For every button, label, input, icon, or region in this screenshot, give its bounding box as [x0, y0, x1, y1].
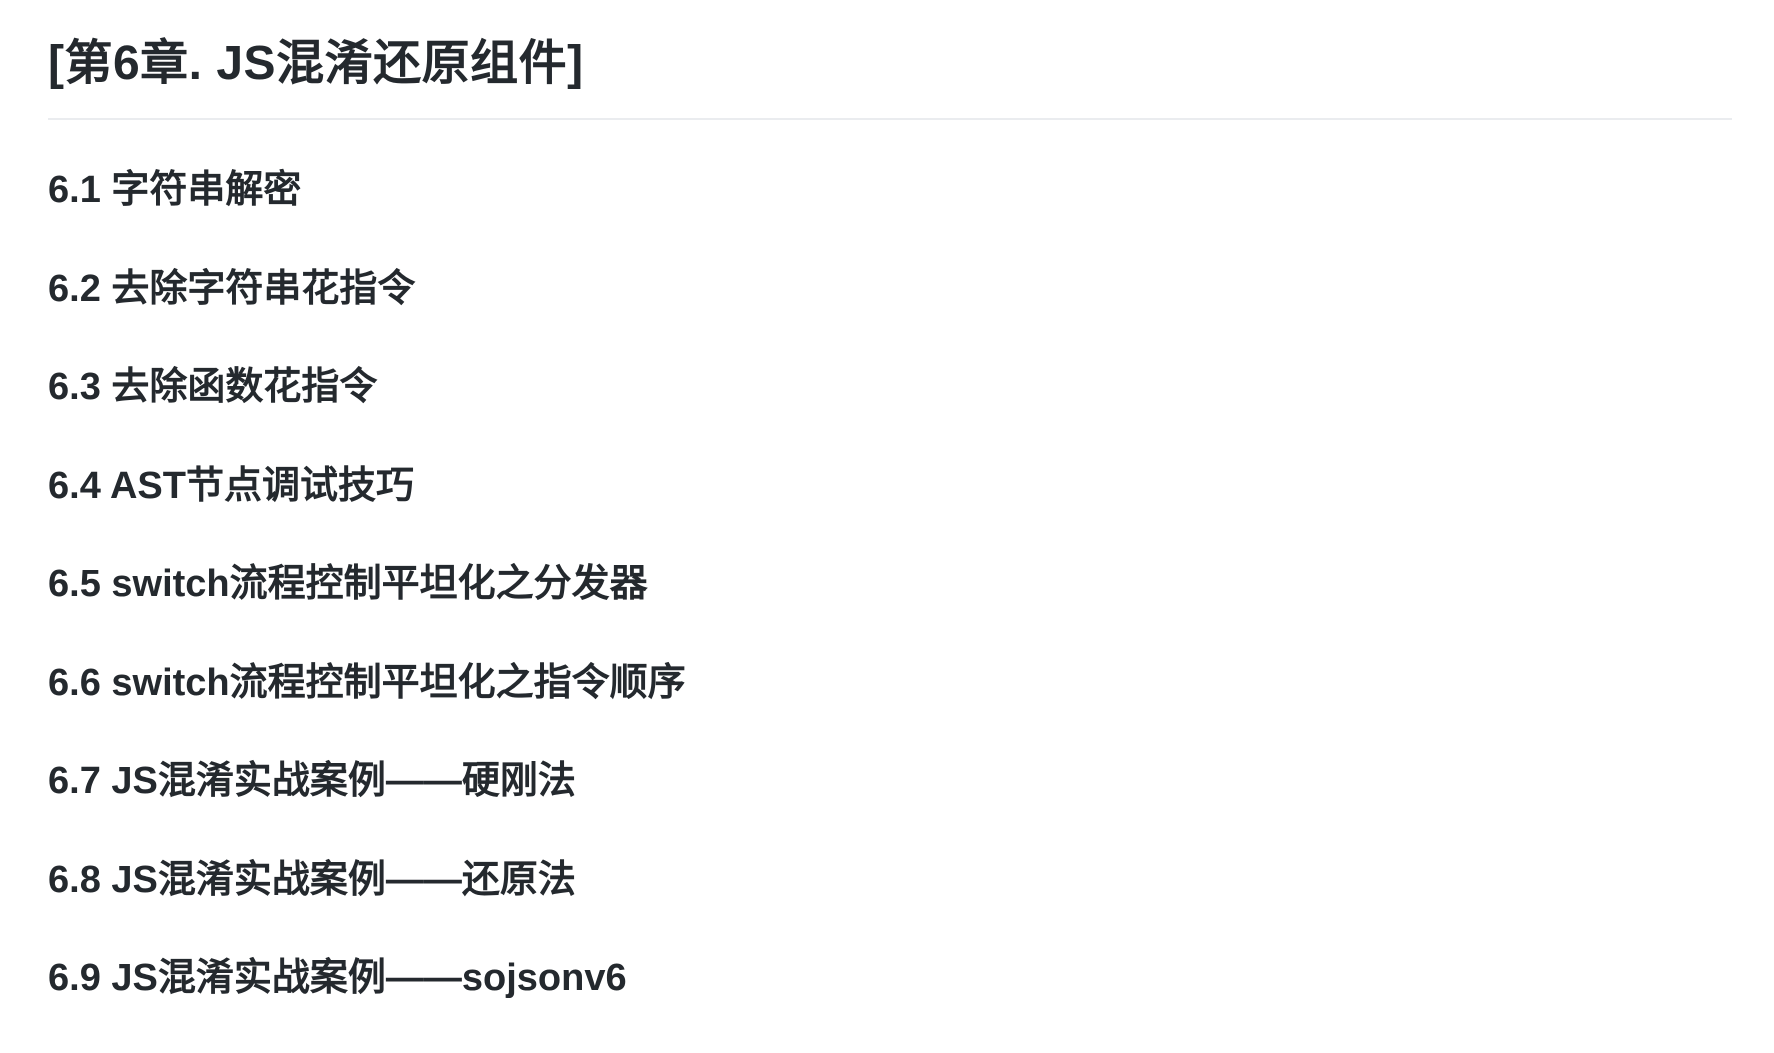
section-item-6-8[interactable]: 6.8 JS混淆实战案例——还原法 — [48, 858, 576, 901]
section-item-6-4[interactable]: 6.4 AST节点调试技巧 — [48, 464, 414, 507]
section-item-6-3[interactable]: 6.3 去除函数花指令 — [48, 366, 378, 408]
section-item-6-7[interactable]: 6.7 JS混淆实战案例——硬刚法 — [48, 760, 576, 802]
section-item-6-5[interactable]: 6.5 switch流程控制平坦化之分发器 — [48, 563, 648, 605]
section-list: 6.1 字符串解密 6.2 去除字符串花指令 6.3 去除函数花指令 6.4 A… — [48, 166, 1726, 1053]
chapter-title: [第6章. JS混淆还原组件] — [48, 37, 584, 90]
section-item-6-6[interactable]: 6.6 switch流程控制平坦化之指令顺序 — [48, 661, 686, 704]
section-item-6-1[interactable]: 6.1 字符串解密 — [48, 169, 302, 211]
title-divider — [48, 118, 1732, 120]
section-item-6-2[interactable]: 6.2 去除字符串花指令 — [48, 267, 416, 310]
section-item-6-9[interactable]: 6.9 JS混淆实战案例——sojsonv6 — [48, 957, 627, 999]
